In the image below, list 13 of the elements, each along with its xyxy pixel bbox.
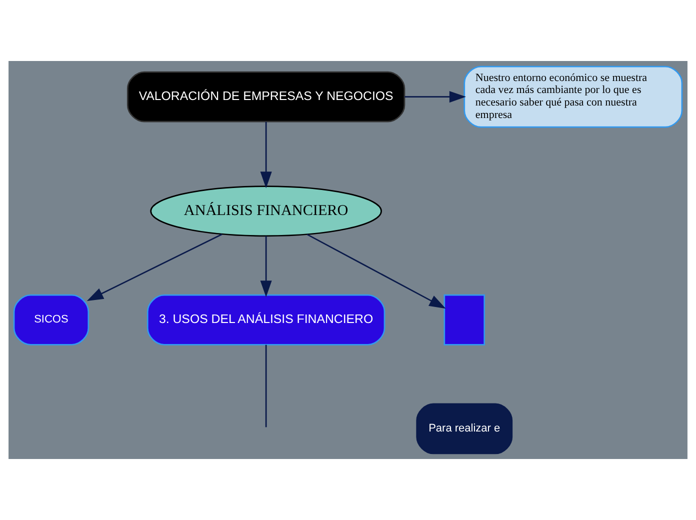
arrow — [86, 234, 222, 301]
node-box — [444, 294, 486, 346]
node-box: 3. USOS DEL ANÁLISIS FINANCIERO — [146, 294, 386, 346]
arrow — [306, 234, 446, 309]
label: Para realizar e — [428, 422, 500, 434]
arrow — [404, 91, 466, 103]
node-box: SICOS — [13, 294, 90, 346]
node-box: Nuestro entorno económico se muestra cada vez más cambiante por lo que es necesario saber qué pasa con nuestra empresa — [464, 66, 683, 128]
connector — [265, 344, 267, 428]
arrow — [260, 236, 272, 298]
arrow — [260, 122, 272, 188]
node-box: VALORACIÓN DE EMPRESAS Y NEGOCIOS — [126, 71, 406, 122]
node-ellipse: ANÁLISIS FINANCIERO — [150, 186, 382, 237]
